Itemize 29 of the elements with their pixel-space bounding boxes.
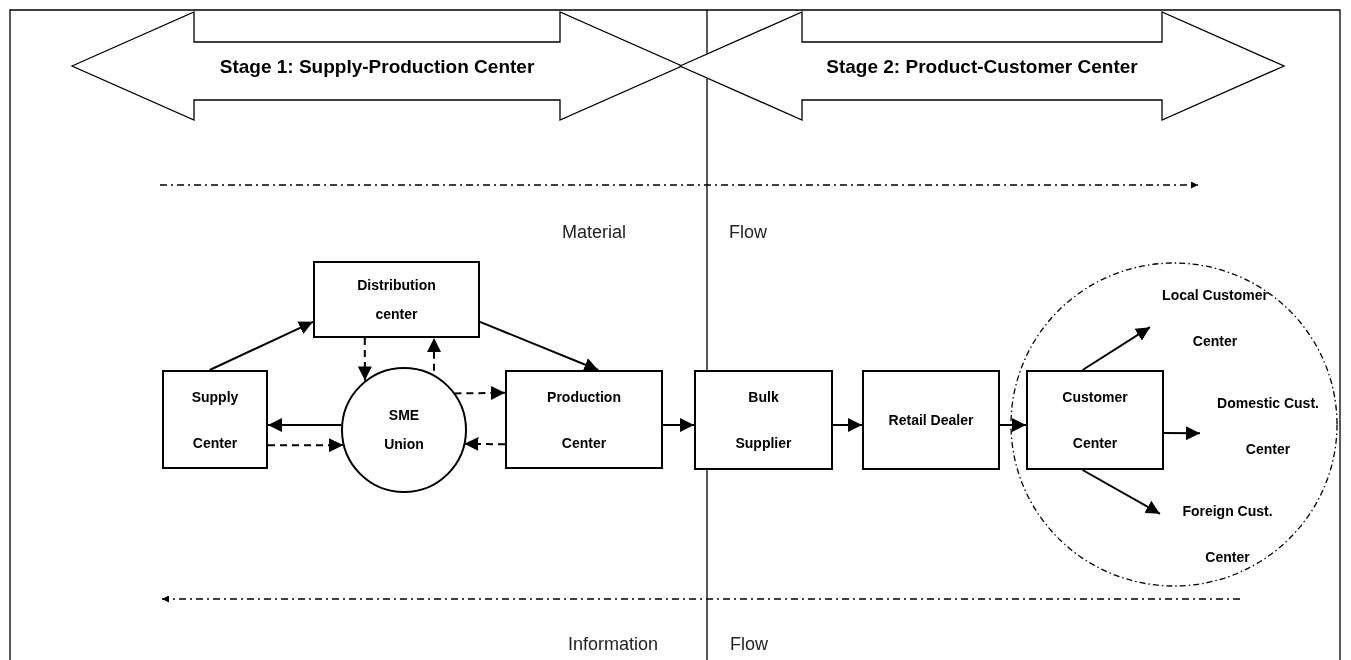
process-box: Retail Dealer: [862, 370, 1000, 470]
arrow: [662, 418, 695, 432]
flow-label: Flow: [730, 634, 768, 655]
destination-text: Local Customer Center: [1150, 272, 1280, 364]
stage-title: Stage 1: Supply-Production Center: [219, 54, 535, 79]
process-box: Supply Center: [162, 370, 268, 469]
arrow: [1163, 426, 1201, 441]
arrow: [479, 320, 600, 372]
arrow: [1081, 326, 1151, 371]
arrow: [267, 438, 344, 453]
arrow: [267, 418, 342, 433]
arrow: [427, 337, 442, 372]
arrow: [453, 385, 506, 400]
destination-text: Domestic Cust. Center: [1200, 380, 1336, 472]
flow-label: Information: [568, 634, 659, 655]
process-box: Bulk Supplier: [694, 370, 833, 470]
arrow: [999, 418, 1027, 432]
stage-title: Stage 2: Product-Customer Center: [826, 54, 1138, 79]
process-box: Customer Center: [1026, 370, 1164, 470]
flow-label: Material: [562, 222, 627, 243]
arrow: [832, 418, 863, 432]
process-box: Distribution center: [313, 261, 480, 338]
arrow: [208, 320, 314, 371]
destination-text: Foreign Cust. Center: [1160, 488, 1295, 580]
process-box: Production Center: [505, 370, 663, 469]
arrow: [357, 337, 372, 382]
flow-label: Flow: [729, 222, 767, 243]
arrow: [1081, 469, 1161, 515]
process-circle: SME Union: [341, 367, 467, 493]
